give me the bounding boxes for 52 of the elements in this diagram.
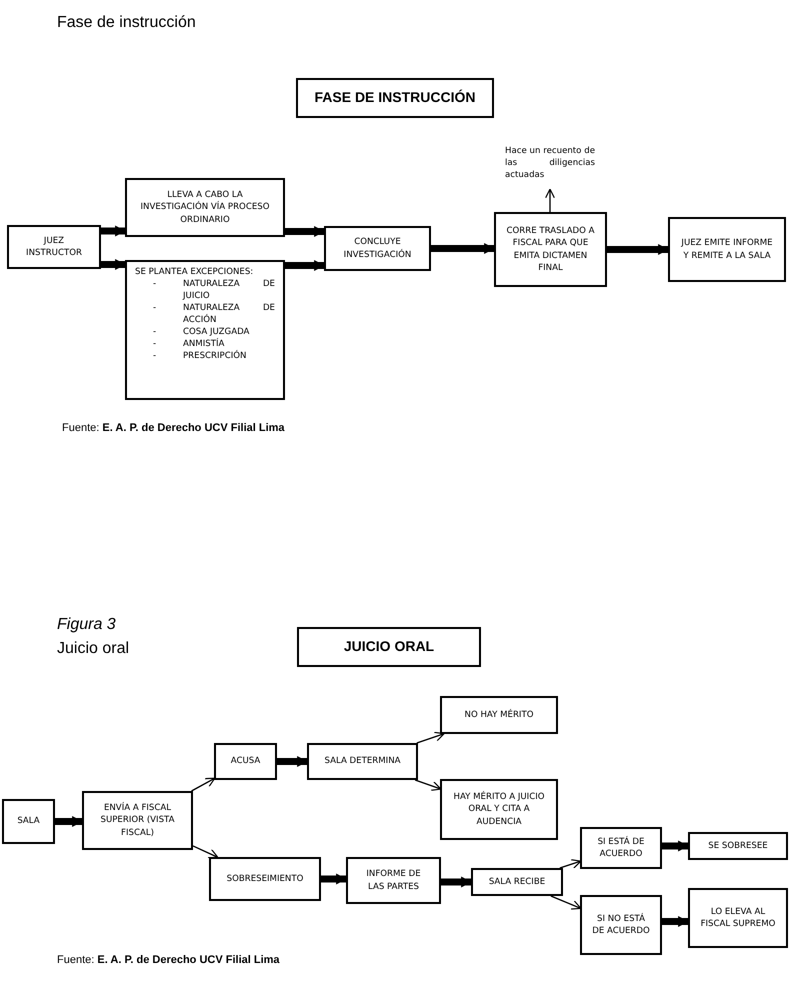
list-item: - ANMISTÍA: [153, 338, 226, 350]
list-item: - NATURALEZA DE JUICIO: [153, 278, 275, 302]
list-heading: SE PLANTEA EXCEPCIONES:: [135, 266, 254, 278]
process-box: LLEVA A CABO LA INVESTIGACIÓN VÍA PROCESO ORDINARIO: [125, 178, 285, 237]
block-arrow: [321, 874, 348, 884]
arrow: [416, 732, 445, 744]
block-arrow: [101, 226, 126, 236]
process-box: HAY MÉRITO A JUICIO ORAL Y CITA A AUDENCIA: [440, 779, 558, 840]
list-item: - COSA JUZGADA: [153, 326, 250, 338]
process-box: ENVÍA A FISCAL SUPERIOR (VISTA FISCAL): [82, 791, 193, 850]
arrow: [550, 895, 582, 910]
note-text: Hace un recuento de las diligencias actuadas: [505, 145, 595, 190]
process-box: SALA: [2, 799, 55, 844]
arrow: [560, 859, 582, 869]
source-note: Fuente: E. A. P. de Derecho UCV Filial Lima: [57, 954, 280, 966]
list-item: - NATURALEZA DE ACCIÓN: [153, 302, 275, 326]
figure-subtitle: Fase de instrucción: [57, 14, 196, 32]
block-arrow: [285, 226, 326, 237]
figure-number: Figura 3: [57, 616, 116, 634]
process-box: SI ESTÁ DE ACUERDO: [580, 827, 662, 869]
block-arrow: [55, 816, 84, 827]
figure-subtitle: Juicio oral: [57, 640, 130, 658]
process-box: SALA DETERMINA: [307, 743, 418, 780]
block-arrow: [607, 244, 670, 255]
process-box: NO HAY MÉRITO: [440, 696, 558, 734]
process-box: LO ELEVA AL FISCAL SUPREMO: [688, 888, 788, 948]
title-box: FASE DE INSTRUCCIÓN: [296, 78, 494, 118]
title-box: JUICIO ORAL: [297, 627, 481, 667]
process-box: SOBRESEIMIENTO: [209, 857, 321, 901]
process-box: CORRE TRASLADO A FISCAL PARA QUE EMITA DICTAMEN FINAL: [494, 212, 607, 287]
source-note: Fuente: E. A. P. de Derecho UCV Filial Lima: [62, 422, 285, 434]
process-box: SI NO ESTÁ DE ACUERDO: [580, 895, 662, 955]
process-box: CONCLUYE INVESTIGACIÓN: [324, 226, 431, 271]
arrow: [544, 188, 556, 212]
block-arrow: [277, 756, 308, 767]
block-arrow: [441, 876, 472, 888]
process-box: [125, 260, 285, 400]
list-item: - PRESCRIPCIÓN: [153, 350, 248, 362]
block-arrow: [431, 243, 496, 254]
arrow: [192, 845, 218, 858]
process-box: ACUSA: [214, 743, 277, 780]
process-box: SALA RECIBE: [471, 868, 563, 896]
process-box: INFORME DE LAS PARTES: [346, 857, 441, 904]
process-box: JUEZ INSTRUCTOR: [7, 225, 101, 269]
block-arrow: [101, 259, 126, 270]
process-box: JUEZ EMITE INFORME Y REMITE A LA SALA: [668, 217, 786, 282]
block-arrow: [662, 916, 690, 927]
arrow: [414, 779, 442, 791]
block-arrow: [285, 260, 326, 271]
process-box: SE SOBRESEE: [688, 832, 788, 860]
arrow: [191, 778, 216, 792]
block-arrow: [662, 840, 690, 852]
